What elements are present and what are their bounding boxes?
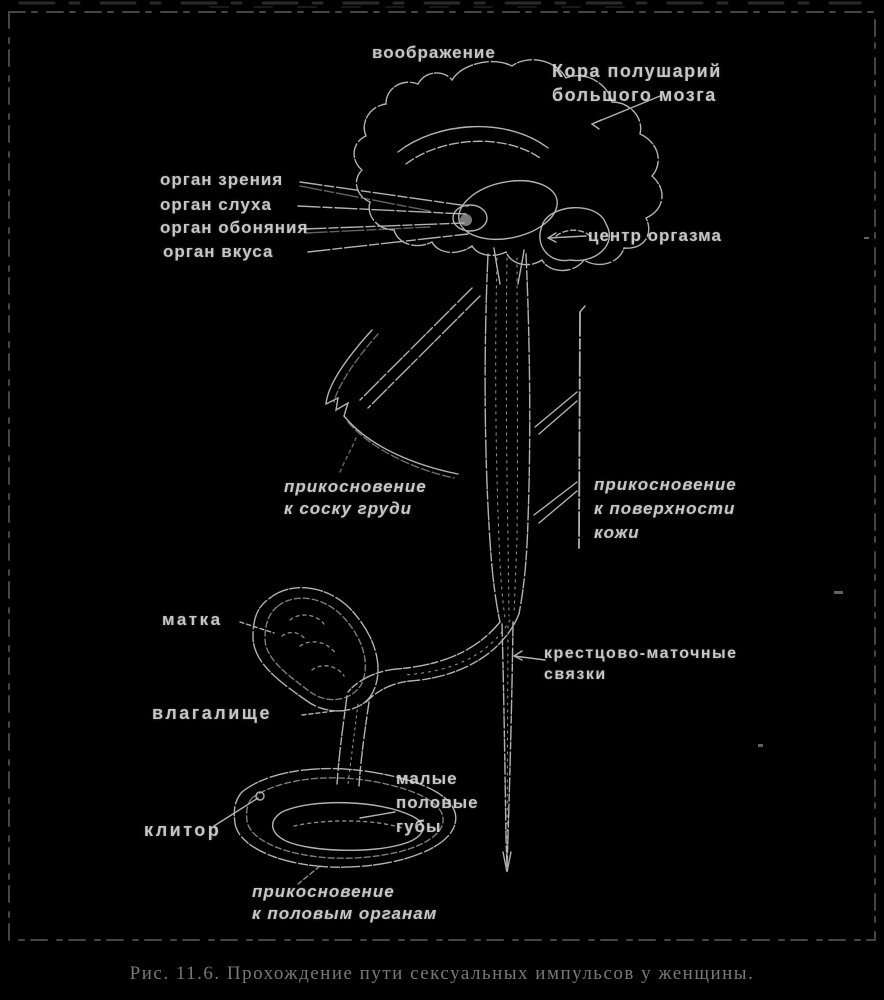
breast-drawing: [325, 329, 459, 479]
scan-noise-specks: [758, 237, 869, 747]
label-leader-lines: [213, 621, 546, 885]
sense-organ-nerve-lines: [297, 181, 469, 253]
label-organ-hearing: орган слуха: [160, 195, 272, 214]
uterus-drawing: [252, 587, 379, 712]
label-clitoris: клитор: [144, 820, 222, 840]
label-orgasm-center: центр оргазма: [588, 226, 722, 245]
label-imagination: воображение: [372, 43, 496, 62]
label-vagina: влагалище: [152, 703, 272, 723]
orgasm-center-leader-line: [547, 232, 587, 243]
label-skin-touch: прикосновение к поверхности кожи: [594, 475, 737, 542]
spinal-cord-drawing: [347, 253, 531, 873]
label-genital-touch: прикосновение к половым органам: [252, 882, 438, 924]
cortex-leader-line: [591, 95, 661, 130]
figure-caption: Рис. 11.6. Прохождение пути сексуальных …: [129, 963, 755, 984]
label-organ-smell: орган обоняния: [160, 218, 309, 237]
clitoris-mark: [255, 791, 265, 801]
scan-frame: [8, 1, 876, 941]
label-sacrouterine-ligaments: крестцово-маточные связки: [544, 645, 738, 684]
vagina-drawing: [336, 695, 370, 787]
label-labia-minora: малые половые губы: [396, 769, 479, 836]
skin-surface-drawing: [533, 305, 586, 549]
breast-nerve-lines: [359, 287, 481, 409]
brain-drawing: [353, 59, 663, 285]
label-uterus: матка: [162, 610, 223, 629]
vulva-drawing: [233, 767, 457, 868]
label-cerebral-cortex: Кора полушарий большого мозга: [552, 61, 722, 105]
label-organ-taste: орган вкуса: [163, 242, 274, 261]
label-breast-touch: прикосновение к соску груди: [284, 477, 427, 519]
label-organ-vision: орган зрения: [160, 170, 284, 189]
